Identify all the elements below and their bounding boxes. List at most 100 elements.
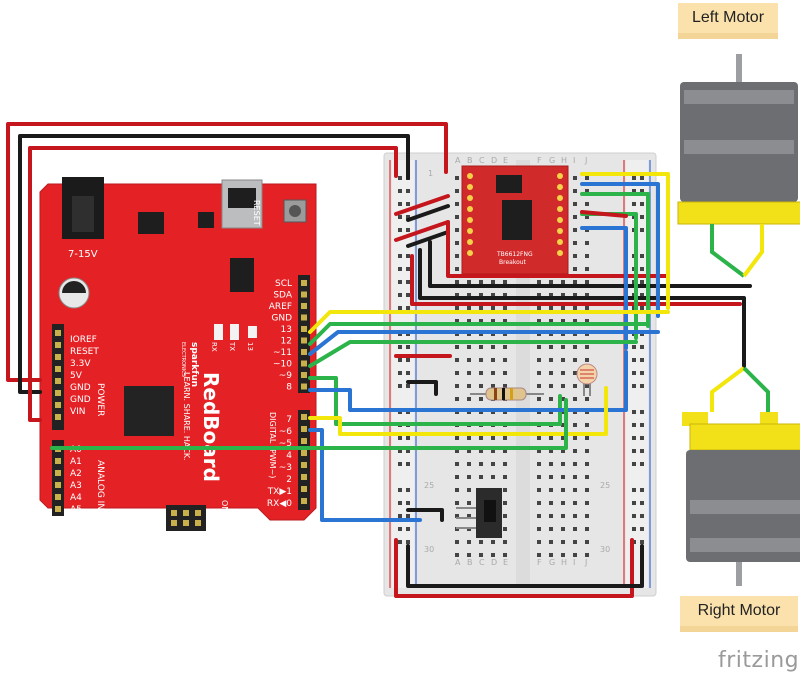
resistor bbox=[470, 387, 544, 401]
driver-pin-4-right bbox=[557, 217, 563, 223]
fritzing-brand: fritzing bbox=[718, 648, 800, 673]
wire-red-rail-a bbox=[394, 194, 450, 216]
bb-col-j: J bbox=[584, 156, 587, 165]
redboard: 7-15V RESET POWER ANALOG IN DIGITAL (PWM… bbox=[39, 177, 317, 531]
power-pin-label: VIN bbox=[70, 407, 86, 417]
digital-pin-label: AREF bbox=[269, 302, 292, 312]
tx-label: TX bbox=[228, 341, 236, 351]
left-motor-lead-green bbox=[710, 224, 746, 278]
driver-sub: Breakout bbox=[499, 259, 527, 266]
reset-label: RESET bbox=[252, 200, 261, 226]
rx-label: RX bbox=[210, 342, 218, 352]
bb-col-c: C bbox=[479, 156, 485, 165]
bb-col-i-bottom: I bbox=[573, 558, 575, 567]
wire-blue-d11 bbox=[308, 330, 660, 356]
photoresistor bbox=[576, 363, 598, 396]
bb-row-1: 1 bbox=[428, 169, 433, 178]
bb-col-b: B bbox=[467, 156, 473, 165]
slide-switch[interactable] bbox=[456, 488, 502, 538]
driver-pin-0-left bbox=[467, 173, 473, 179]
wire-black-left-motor bbox=[428, 240, 752, 288]
digital-pin-label: SCL bbox=[275, 279, 292, 289]
wire-blue-d6 bbox=[308, 428, 422, 522]
bb-col-a-bottom: A bbox=[455, 558, 461, 567]
driver-pin-3-left bbox=[467, 206, 473, 212]
digital-pin-label: ~5 bbox=[279, 439, 292, 449]
digital-pin-label: ~10 bbox=[273, 360, 292, 370]
analog-pin-label: A2 bbox=[70, 469, 82, 479]
wire-yellow-d13 bbox=[308, 310, 670, 334]
wire-blue-d8 bbox=[308, 350, 628, 412]
wire-green-a0 bbox=[50, 398, 568, 450]
wires bbox=[6, 122, 752, 598]
bb-col-f: F bbox=[537, 156, 542, 165]
driver-pin-3-right bbox=[557, 206, 563, 212]
digital-pin-label: 2 bbox=[286, 475, 292, 485]
atmega-chip bbox=[124, 386, 174, 436]
bb-row-25: 25 bbox=[424, 481, 434, 490]
driver-pin-4-left bbox=[467, 217, 473, 223]
bb-row-25-right: 25 bbox=[600, 481, 610, 490]
wire-red-out bbox=[580, 210, 628, 218]
wire-yellow-out bbox=[580, 172, 670, 310]
wire-black-rail-a bbox=[406, 204, 450, 222]
wire-blue-out bbox=[580, 182, 660, 318]
analog-pin-label: A1 bbox=[70, 457, 82, 467]
wire-red-bottom bbox=[394, 538, 634, 598]
board-maker-sub: ELECTRONICS bbox=[180, 342, 186, 377]
wire-black-rail-b bbox=[406, 230, 450, 248]
digital-pin-label: ~6 bbox=[279, 427, 293, 437]
right-motor-lead-yellow bbox=[710, 366, 746, 412]
driver-pin-6-left bbox=[467, 239, 473, 245]
digital-header-label: DIGITAL (PWM~) bbox=[268, 412, 277, 478]
bb-row-30-right: 30 bbox=[600, 545, 610, 554]
bb-col-e-bottom: E bbox=[503, 558, 508, 567]
wire-green-d10 bbox=[308, 340, 638, 368]
right-motor-lead-green bbox=[742, 366, 770, 412]
wire-black-bottom bbox=[406, 544, 644, 588]
bb-col-g: G bbox=[549, 156, 555, 165]
bb-col-d: D bbox=[491, 156, 497, 165]
bb-col-e: E bbox=[503, 156, 508, 165]
wire-red-vin bbox=[28, 146, 398, 422]
num13-label: 13 bbox=[246, 342, 254, 351]
wire-black-resistor bbox=[406, 380, 438, 396]
digital-pin-label: RX◀0 bbox=[267, 499, 292, 509]
driver-pin-1-right bbox=[557, 184, 563, 190]
digital-pin-label: TX▶1 bbox=[267, 487, 292, 497]
power-pin-label: RESET bbox=[70, 347, 99, 357]
driver-pin-2-left bbox=[467, 195, 473, 201]
bb-col-j-bottom: J bbox=[584, 558, 587, 567]
wire-yellow-d7 bbox=[308, 386, 608, 436]
right-motor-label: Right Motor bbox=[680, 596, 798, 632]
driver-pin-2-right bbox=[557, 195, 563, 201]
analog-header-label: ANALOG IN bbox=[95, 460, 105, 510]
bb-row-30: 30 bbox=[424, 545, 434, 554]
analog-pin-label: A5 bbox=[70, 505, 82, 515]
bb-col-h: H bbox=[561, 156, 567, 165]
digital-pin-label: 12 bbox=[281, 337, 292, 347]
digital-pin-label: SDA bbox=[273, 291, 292, 301]
left-motor-label: Left Motor bbox=[678, 3, 778, 39]
board-tagline: LEARN. SHARE. HACK. bbox=[182, 372, 191, 461]
board-name: RedBoard bbox=[199, 372, 223, 482]
digital-pin-label: ~11 bbox=[273, 348, 292, 358]
analog-pin-label: A4 bbox=[70, 493, 82, 503]
power-pin-label: GND bbox=[70, 383, 91, 393]
bb-col-d-bottom: D bbox=[491, 558, 497, 567]
digital-pin-label: 7 bbox=[286, 415, 292, 425]
wire-green-d9 bbox=[308, 376, 562, 426]
power-pin-label: 3.3V bbox=[70, 359, 91, 369]
power-pin-label: GND bbox=[70, 395, 91, 405]
wire-red-left-motor bbox=[446, 220, 670, 278]
bb-col-b-bottom: B bbox=[467, 558, 473, 567]
wire-blue-out-2 bbox=[580, 226, 628, 350]
bb-col-f-bottom: F bbox=[537, 558, 542, 567]
wire-red-right-motor bbox=[410, 254, 742, 306]
analog-pin-label: A3 bbox=[70, 481, 82, 491]
bb-col-g-bottom: G bbox=[549, 558, 555, 567]
power-pin-label: IOREF bbox=[70, 335, 97, 345]
driver-pin-7-left bbox=[467, 250, 473, 256]
digital-pin-label: ~9 bbox=[279, 371, 293, 381]
